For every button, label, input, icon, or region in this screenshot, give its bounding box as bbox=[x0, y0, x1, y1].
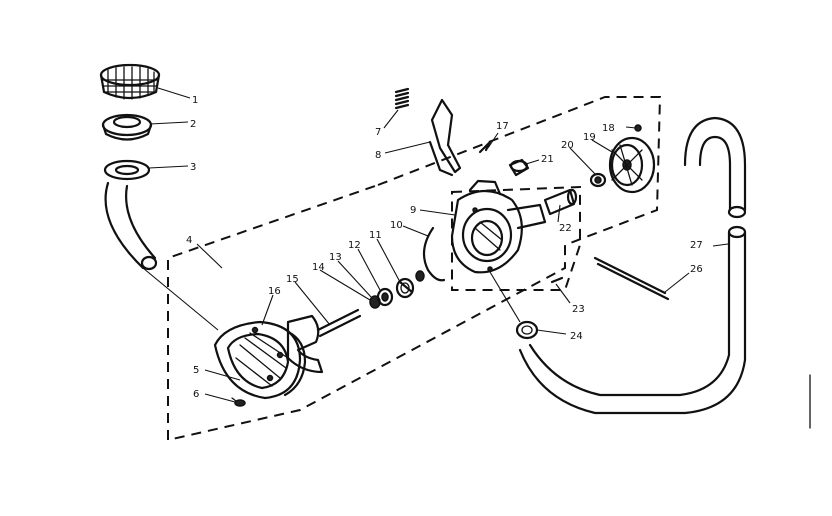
callout-24: 24 bbox=[570, 331, 583, 342]
callout-20: 20 bbox=[561, 140, 574, 151]
hose-clamp bbox=[515, 320, 539, 340]
assembly-boundary-dashed bbox=[167, 96, 662, 442]
pump-shaft bbox=[316, 308, 362, 338]
callout-22: 22 bbox=[559, 223, 572, 234]
callout-11: 11 bbox=[369, 230, 382, 241]
callout-6: 6 bbox=[193, 389, 199, 400]
screw bbox=[231, 397, 246, 407]
callout-14: 14 bbox=[312, 262, 325, 273]
small-o-ring bbox=[415, 270, 425, 282]
bearing bbox=[395, 277, 415, 299]
callout-19: 19 bbox=[583, 132, 596, 143]
callout-26: 26 bbox=[690, 264, 703, 275]
gasket-ring bbox=[103, 159, 151, 181]
bracket bbox=[428, 98, 462, 177]
leader-lines bbox=[142, 87, 729, 403]
callout-17: 17 bbox=[496, 121, 509, 132]
callout-labels: 1 2 3 4 5 6 7 8 9 10 11 12 13 14 15 16 1… bbox=[186, 95, 703, 400]
callout-8: 8 bbox=[375, 150, 381, 161]
callout-13: 13 bbox=[329, 252, 342, 263]
inlet-hose bbox=[104, 181, 157, 270]
callout-12: 12 bbox=[348, 240, 361, 251]
callout-15: 15 bbox=[286, 274, 299, 285]
callout-7: 7 bbox=[375, 127, 381, 138]
rod bbox=[593, 256, 670, 301]
callout-1: 1 bbox=[192, 95, 198, 106]
housing-seal-band bbox=[422, 226, 446, 282]
callout-2: 2 bbox=[190, 119, 196, 130]
callout-9: 9 bbox=[410, 205, 416, 216]
callout-23: 23 bbox=[572, 304, 585, 315]
pump-housing bbox=[450, 179, 547, 274]
callout-4: 4 bbox=[186, 235, 192, 246]
callout-10: 10 bbox=[390, 220, 403, 231]
callout-21: 21 bbox=[541, 154, 554, 165]
strainer-body bbox=[101, 113, 153, 141]
callout-27: 27 bbox=[690, 240, 703, 251]
callout-5: 5 bbox=[193, 365, 199, 376]
pump-cover bbox=[213, 320, 307, 400]
outlet-hose bbox=[518, 116, 747, 415]
sleeve bbox=[543, 188, 578, 216]
strainer-cap bbox=[99, 63, 161, 100]
impeller-blade bbox=[286, 314, 324, 374]
shaft-seal bbox=[376, 287, 394, 307]
pulley bbox=[608, 136, 656, 194]
callout-3: 3 bbox=[190, 162, 196, 173]
grommet bbox=[508, 158, 530, 177]
callout-18: 18 bbox=[602, 123, 615, 134]
pin bbox=[550, 276, 564, 284]
callout-16: 16 bbox=[268, 286, 281, 297]
spring bbox=[394, 87, 410, 110]
housing-box-dashed bbox=[451, 185, 581, 291]
clip bbox=[478, 140, 492, 154]
nut bbox=[589, 172, 607, 188]
